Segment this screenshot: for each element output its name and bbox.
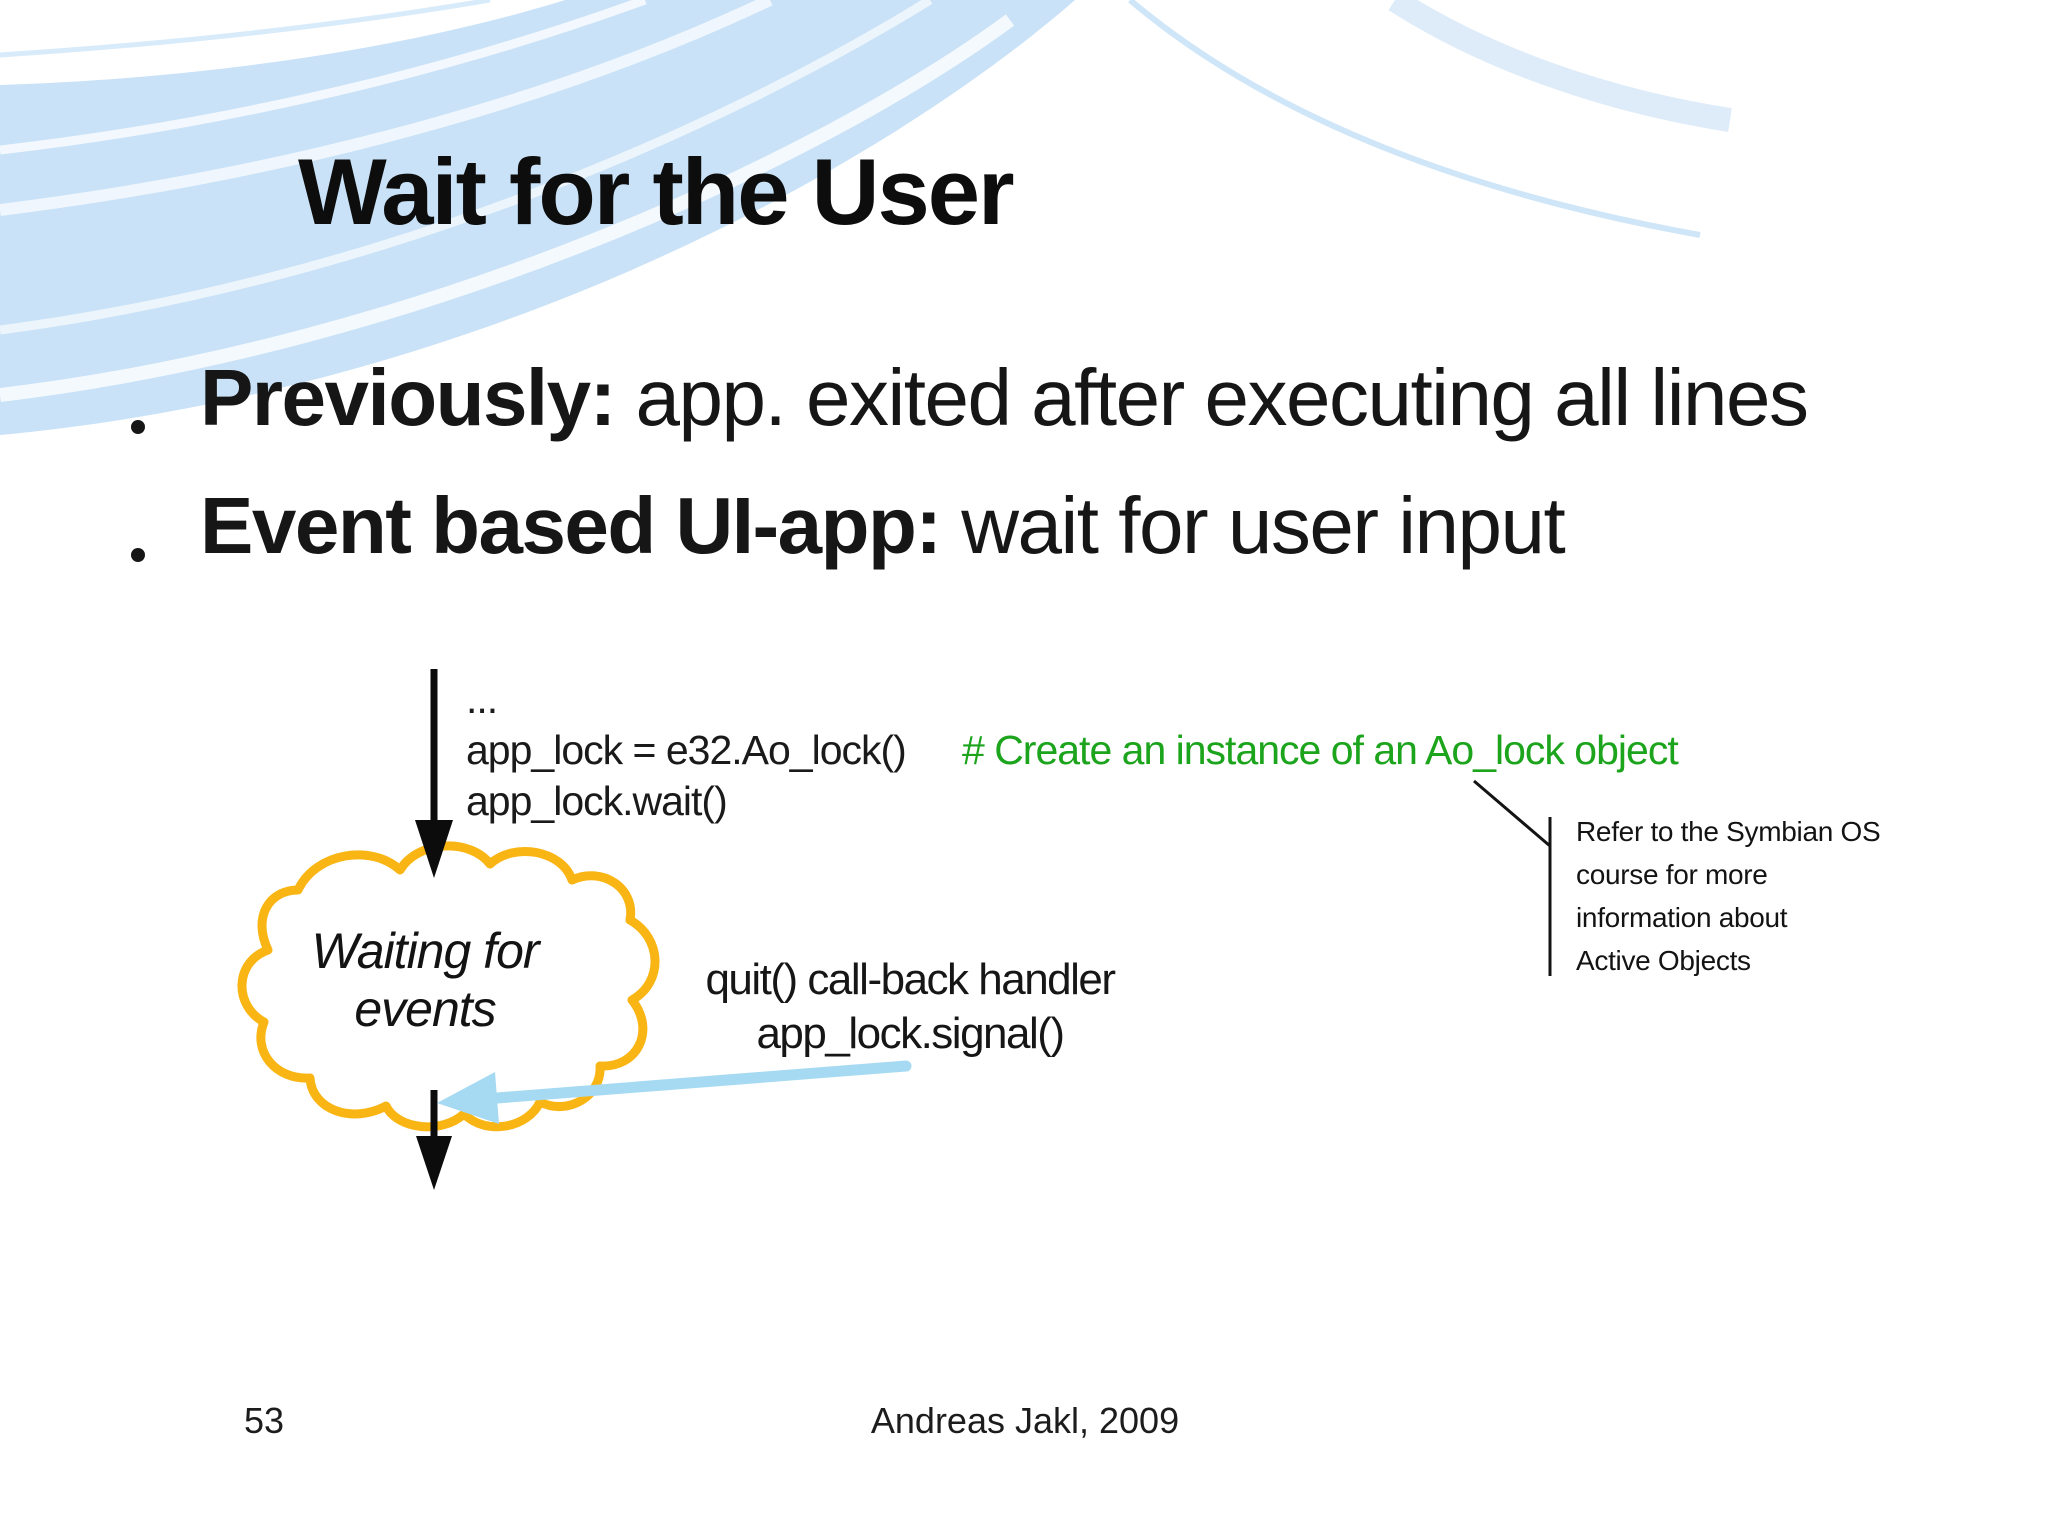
slide-title: Wait for the User	[298, 139, 1015, 244]
bullet-rest-text: app. exited after executing all lines	[614, 353, 1809, 442]
bullet-bold-text: Event based UI-app:	[200, 481, 942, 570]
swoosh-outer-arc-2	[1388, 0, 1732, 132]
code-line-ellipsis: ...	[466, 676, 498, 722]
bullet-icon	[131, 420, 145, 434]
swoosh-faint-arc	[0, 0, 491, 58]
swoosh-streak-1	[0, 0, 647, 155]
code-block: ... app_lock = e32.Ao_lock() app_lock.wa…	[466, 674, 907, 827]
swoosh-streak-3	[0, 0, 933, 335]
callback-handler-label: quit() call-back handler app_lock.signal…	[705, 955, 1116, 1058]
code-line-ao-lock: app_lock = e32.Ao_lock()	[466, 727, 907, 773]
bullet-bold-text: Previously:	[200, 353, 616, 442]
note-callout-line	[1473, 779, 1552, 976]
bullet-item-event-based: Event based UI-app: wait for user input	[200, 480, 1566, 572]
signal-arrow	[437, 1060, 912, 1124]
swoosh-decoration	[0, 0, 1732, 435]
swoosh-outer-arc-1	[1128, 0, 1701, 238]
page-number: 53	[244, 1400, 285, 1441]
bullet-rest-text: wait for user input	[940, 481, 1565, 570]
bullet-item-previously: Previously: app. exited after executing …	[200, 352, 1809, 444]
swoosh-streak-4	[0, 14, 1015, 402]
flow-arrow-top	[415, 669, 453, 878]
flow-arrow-bottom	[416, 1090, 452, 1190]
waiting-cloud-label: Waiting for events	[311, 923, 539, 1037]
bullet-icon	[131, 548, 145, 562]
footer-author: Andreas Jakl, 2009	[870, 1400, 1180, 1441]
swoosh-streak-2	[0, 0, 773, 216]
code-comment: # Create an instance of an Ao_lock objec…	[962, 727, 1679, 773]
code-line-wait: app_lock.wait()	[466, 778, 728, 824]
symbian-note: Refer to the Symbian OS course for more …	[1576, 816, 1881, 976]
